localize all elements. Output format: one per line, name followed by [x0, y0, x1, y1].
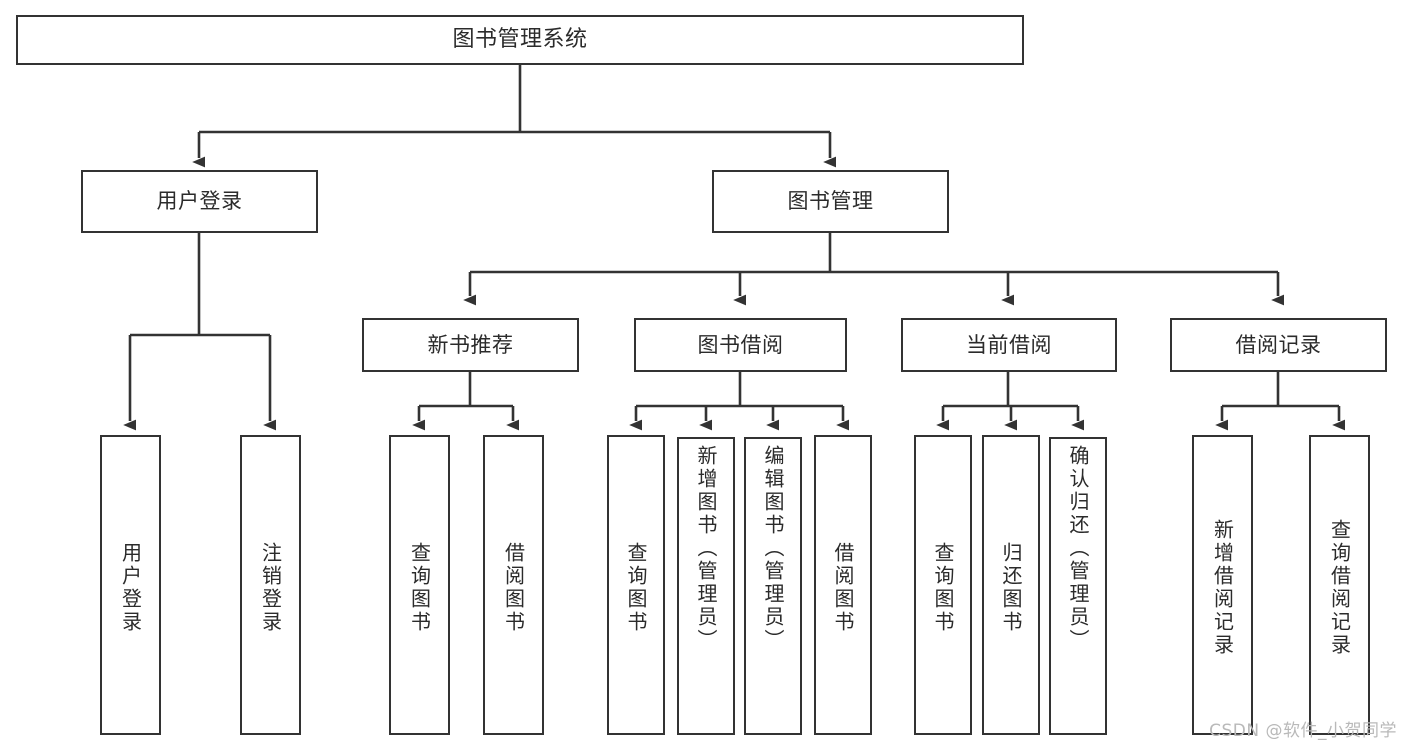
leaf-borrow-query-book-label: 查询图书 [624, 542, 648, 634]
leaf-add-book-admin-label: 新增图书（管理员） [694, 445, 718, 652]
leaf-newbook-borrow-book[interactable]: 借阅图书 [483, 435, 544, 735]
node-borrow-record[interactable]: 借阅记录 [1170, 318, 1387, 372]
leaf-user-login-label: 用户登录 [118, 542, 143, 634]
leaf-return-book-label: 归还图书 [999, 542, 1023, 634]
leaf-add-borrow-record-label: 新增借阅记录 [1210, 519, 1235, 657]
leaf-borrow-query-book[interactable]: 查询图书 [607, 435, 665, 735]
leaf-confirm-return-admin-label: 确认归还（管理员） [1066, 445, 1090, 652]
leaf-borrow-book[interactable]: 借阅图书 [814, 435, 872, 735]
leaf-edit-book-admin-label: 编辑图书（管理员） [761, 445, 785, 652]
leaf-current-query-book-label: 查询图书 [931, 542, 955, 634]
node-book-management[interactable]: 图书管理 [712, 170, 949, 233]
leaf-query-borrow-record[interactable]: 查询借阅记录 [1309, 435, 1370, 735]
leaf-borrow-book-label: 借阅图书 [831, 542, 855, 634]
node-new-book-recommend-label: 新书推荐 [427, 332, 514, 357]
leaf-query-borrow-record-label: 查询借阅记录 [1327, 519, 1352, 657]
leaf-newbook-borrow-book-label: 借阅图书 [501, 542, 526, 634]
leaf-return-book[interactable]: 归还图书 [982, 435, 1040, 735]
watermark: CSDN @软件_小贺同学 [1209, 721, 1397, 741]
node-book-management-label: 图书管理 [787, 189, 874, 214]
leaf-current-query-book[interactable]: 查询图书 [914, 435, 972, 735]
node-new-book-recommend[interactable]: 新书推荐 [362, 318, 579, 372]
leaf-newbook-query-book[interactable]: 查询图书 [389, 435, 450, 735]
node-book-borrow[interactable]: 图书借阅 [634, 318, 847, 372]
node-current-borrow-label: 当前借阅 [966, 332, 1052, 357]
leaf-user-login[interactable]: 用户登录 [100, 435, 161, 735]
node-book-borrow-label: 图书借阅 [697, 332, 784, 357]
leaf-logout[interactable]: 注销登录 [240, 435, 301, 735]
node-root[interactable]: 图书管理系统 [16, 15, 1024, 65]
leaf-newbook-query-book-label: 查询图书 [407, 542, 432, 634]
node-current-borrow[interactable]: 当前借阅 [901, 318, 1117, 372]
leaf-add-book-admin[interactable]: 新增图书（管理员） [677, 437, 735, 735]
node-user-login-label: 用户登录 [156, 189, 243, 214]
node-root-label: 图书管理系统 [452, 27, 588, 53]
node-borrow-record-label: 借阅记录 [1235, 332, 1322, 357]
leaf-add-borrow-record[interactable]: 新增借阅记录 [1192, 435, 1253, 735]
leaf-edit-book-admin[interactable]: 编辑图书（管理员） [744, 437, 802, 735]
node-user-login[interactable]: 用户登录 [81, 170, 318, 233]
leaf-logout-label: 注销登录 [258, 542, 283, 634]
leaf-confirm-return-admin[interactable]: 确认归还（管理员） [1049, 437, 1107, 735]
